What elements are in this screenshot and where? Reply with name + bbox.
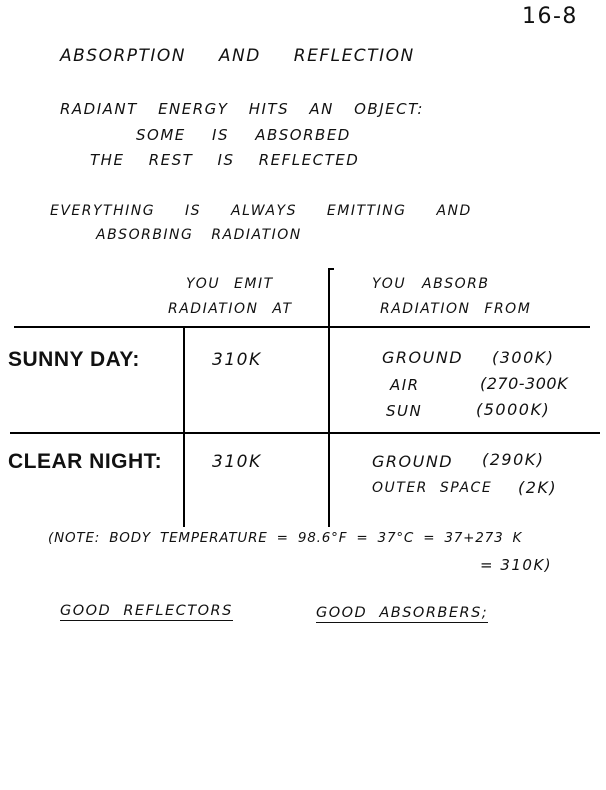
page-title: ABSORPTION AND REFLECTION	[60, 46, 415, 66]
night-absorb-temp-2: (2K)	[518, 478, 558, 497]
row-label-clear-night: CLEAR NIGHT:	[8, 450, 163, 473]
row-sunny-emit: 310K	[212, 350, 262, 370]
table-column-rule-top-hook	[328, 268, 334, 270]
night-absorb-source-2: OUTER SPACE	[372, 480, 493, 496]
row-night-emit: 310K	[212, 452, 262, 472]
row-label-sunny-day: SUNNY DAY:	[8, 348, 140, 371]
note-line-1: (NOTE: BODY TEMPERATURE = 98.6°F = 37°C …	[48, 530, 523, 546]
sunny-absorb-temp-2: (270-300K	[480, 374, 569, 393]
col-emit-header-line-2: RADIATION AT	[168, 301, 293, 317]
sunny-absorb-temp-3: (5000K)	[476, 400, 551, 419]
col-absorb-header-line-2: RADIATION FROM	[380, 301, 532, 317]
statement-line-1: EVERYTHING IS ALWAYS EMITTING AND	[50, 203, 472, 219]
table-row-label-rule	[183, 327, 185, 527]
sunny-absorb-source-1: GROUND	[382, 348, 464, 367]
sunny-absorb-temp-1: (300K)	[492, 348, 555, 367]
sunny-absorb-source-2: AIR	[390, 376, 420, 394]
col-absorb-header-line-1: YOU ABSORB	[372, 276, 490, 292]
page-number: 16-8	[522, 4, 578, 29]
night-absorb-temp-1: (290K)	[482, 450, 545, 469]
table-header-rule	[14, 326, 590, 328]
sunny-absorb-source-3: SUN	[386, 402, 423, 420]
good-absorbers-heading: GOOD ABSORBERS;	[316, 605, 489, 623]
good-reflectors-heading: GOOD REFLECTORS	[60, 603, 233, 621]
table-column-rule-main	[328, 327, 330, 527]
table-column-rule-top	[328, 268, 330, 326]
night-absorb-source-1: GROUND	[372, 452, 454, 471]
table-row-divider	[10, 432, 600, 434]
intro-line-2: SOME IS ABSORBED	[136, 126, 351, 144]
statement-line-2: ABSORBING RADIATION	[96, 227, 302, 243]
col-emit-header-line-1: YOU EMIT	[186, 276, 274, 292]
note-line-2: = 310K)	[480, 556, 553, 574]
intro-line-3: THE REST IS REFLECTED	[90, 151, 360, 169]
intro-line-1: RADIANT ENERGY HITS AN OBJECT:	[60, 100, 424, 118]
